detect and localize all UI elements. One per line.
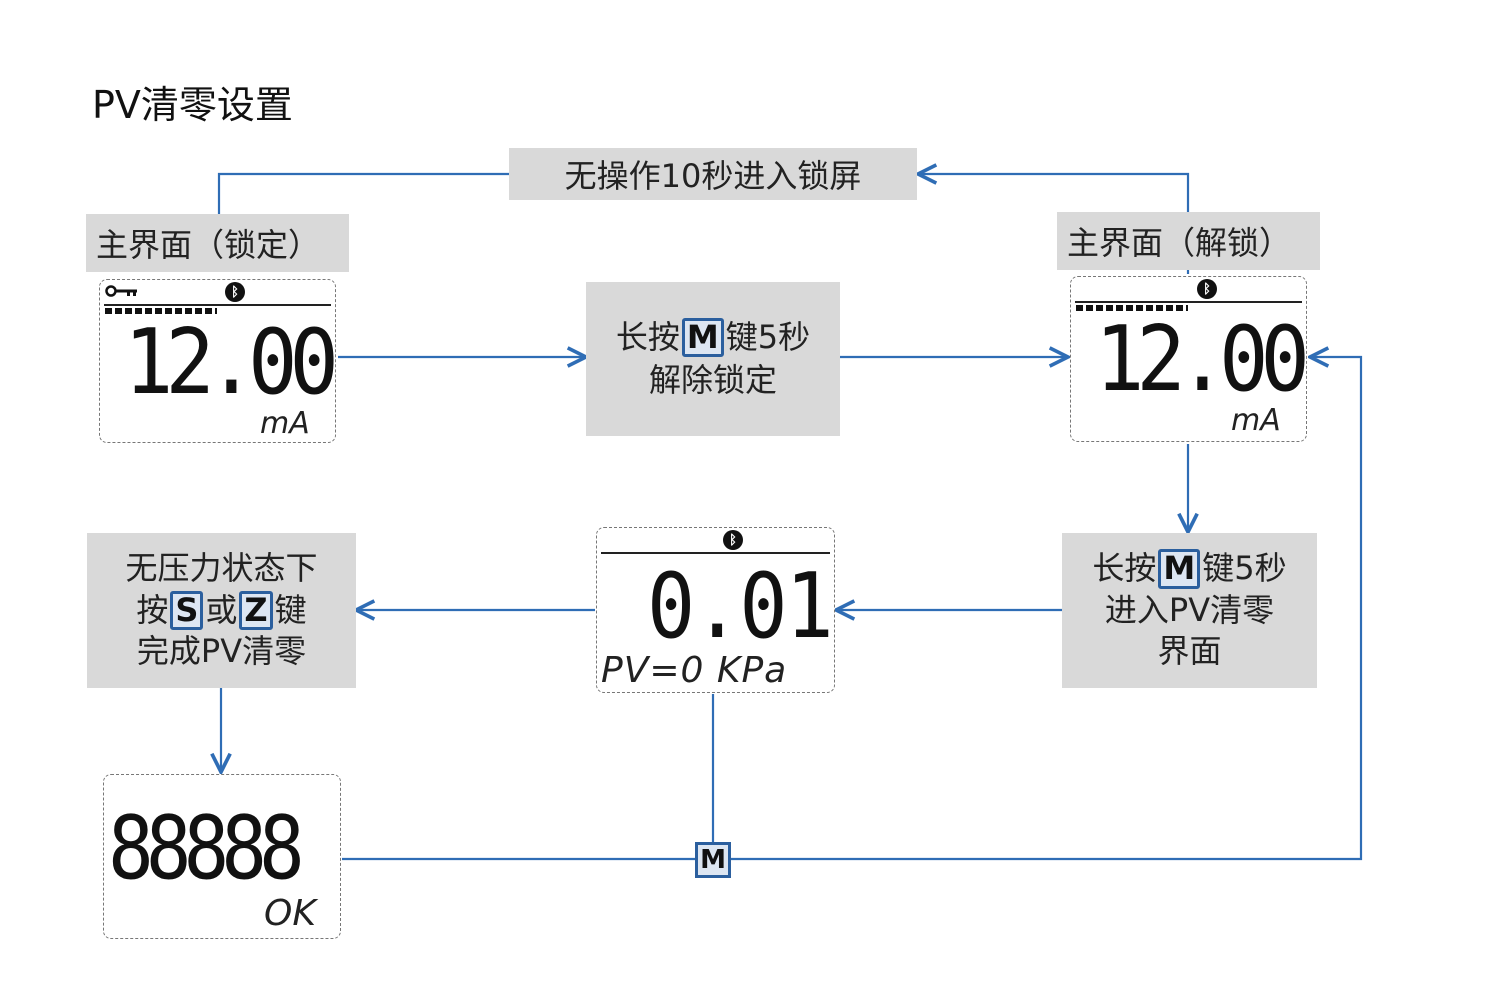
signal-bars xyxy=(1076,305,1188,311)
enter-line2: 进入PV清零 xyxy=(1104,590,1275,629)
enter-line3: 界面 xyxy=(1157,632,1222,671)
m-key-icon: M xyxy=(695,842,731,878)
lcd-locked-value: 12.000 xyxy=(124,310,335,415)
label-main-unlocked: 主界面（解锁） xyxy=(1057,212,1320,270)
zero-mid: 或 xyxy=(205,590,238,629)
timeout-box: 无操作10秒进入锁屏 xyxy=(509,148,917,200)
zero-pre: 按 xyxy=(136,590,169,629)
bluetooth-icon: ᛒ xyxy=(225,282,245,302)
unlock-pre: 长按 xyxy=(615,317,680,356)
zero-line1: 无压力状态下 xyxy=(125,549,318,588)
lcd-ok-sub: OK xyxy=(264,893,316,934)
zero-post: 键 xyxy=(274,590,307,629)
bluetooth-icon: ᛒ xyxy=(723,530,743,550)
label-main-locked: 主界面（锁定） xyxy=(86,214,349,272)
label-main-unlocked-text: 主界面（解锁） xyxy=(1067,224,1292,262)
lcd-ok-value: 88888 xyxy=(108,796,305,900)
lcd-ok: 88888 OK xyxy=(103,774,341,939)
unlock-post: 键5秒 xyxy=(725,317,811,356)
label-main-locked-text: 主界面（锁定） xyxy=(96,226,321,264)
lcd-main-locked: ᛒ 12.000 mA xyxy=(99,279,336,443)
m-key-icon: M xyxy=(681,317,724,358)
lcd-pv-zero: ᛒ 0.018 PV=0 KPa xyxy=(596,527,835,693)
lcd-main-unlocked: ᛒ 12.000 mA xyxy=(1070,276,1307,442)
arrow-m-to-unlocked xyxy=(731,357,1363,861)
enter-post: 键5秒 xyxy=(1202,549,1287,588)
m-button-label: M xyxy=(698,845,728,875)
page-title: PV清零设置 xyxy=(92,83,293,127)
enter-pre: 长按 xyxy=(1092,549,1157,588)
m-key-icon: M xyxy=(1158,549,1201,589)
lcd-pv-sub: PV=0 KPa xyxy=(601,650,788,691)
unlock-line2: 解除锁定 xyxy=(648,361,777,399)
signal-bars xyxy=(105,308,217,314)
lcd-unlocked-value: 12.000 xyxy=(1095,307,1306,412)
key-icon xyxy=(105,285,137,297)
s-key-icon: S xyxy=(170,590,204,631)
bluetooth-icon: ᛒ xyxy=(1197,279,1217,299)
lcd-unlocked-unit: mA xyxy=(1231,403,1281,438)
lcd-locked-unit: mA xyxy=(260,406,310,441)
z-key-icon: Z xyxy=(239,590,273,631)
lcd-pv-value: 0.018 xyxy=(647,554,834,659)
timeout-text: 无操作10秒进入锁屏 xyxy=(564,157,862,195)
zero-line3: 完成PV清零 xyxy=(136,632,307,671)
